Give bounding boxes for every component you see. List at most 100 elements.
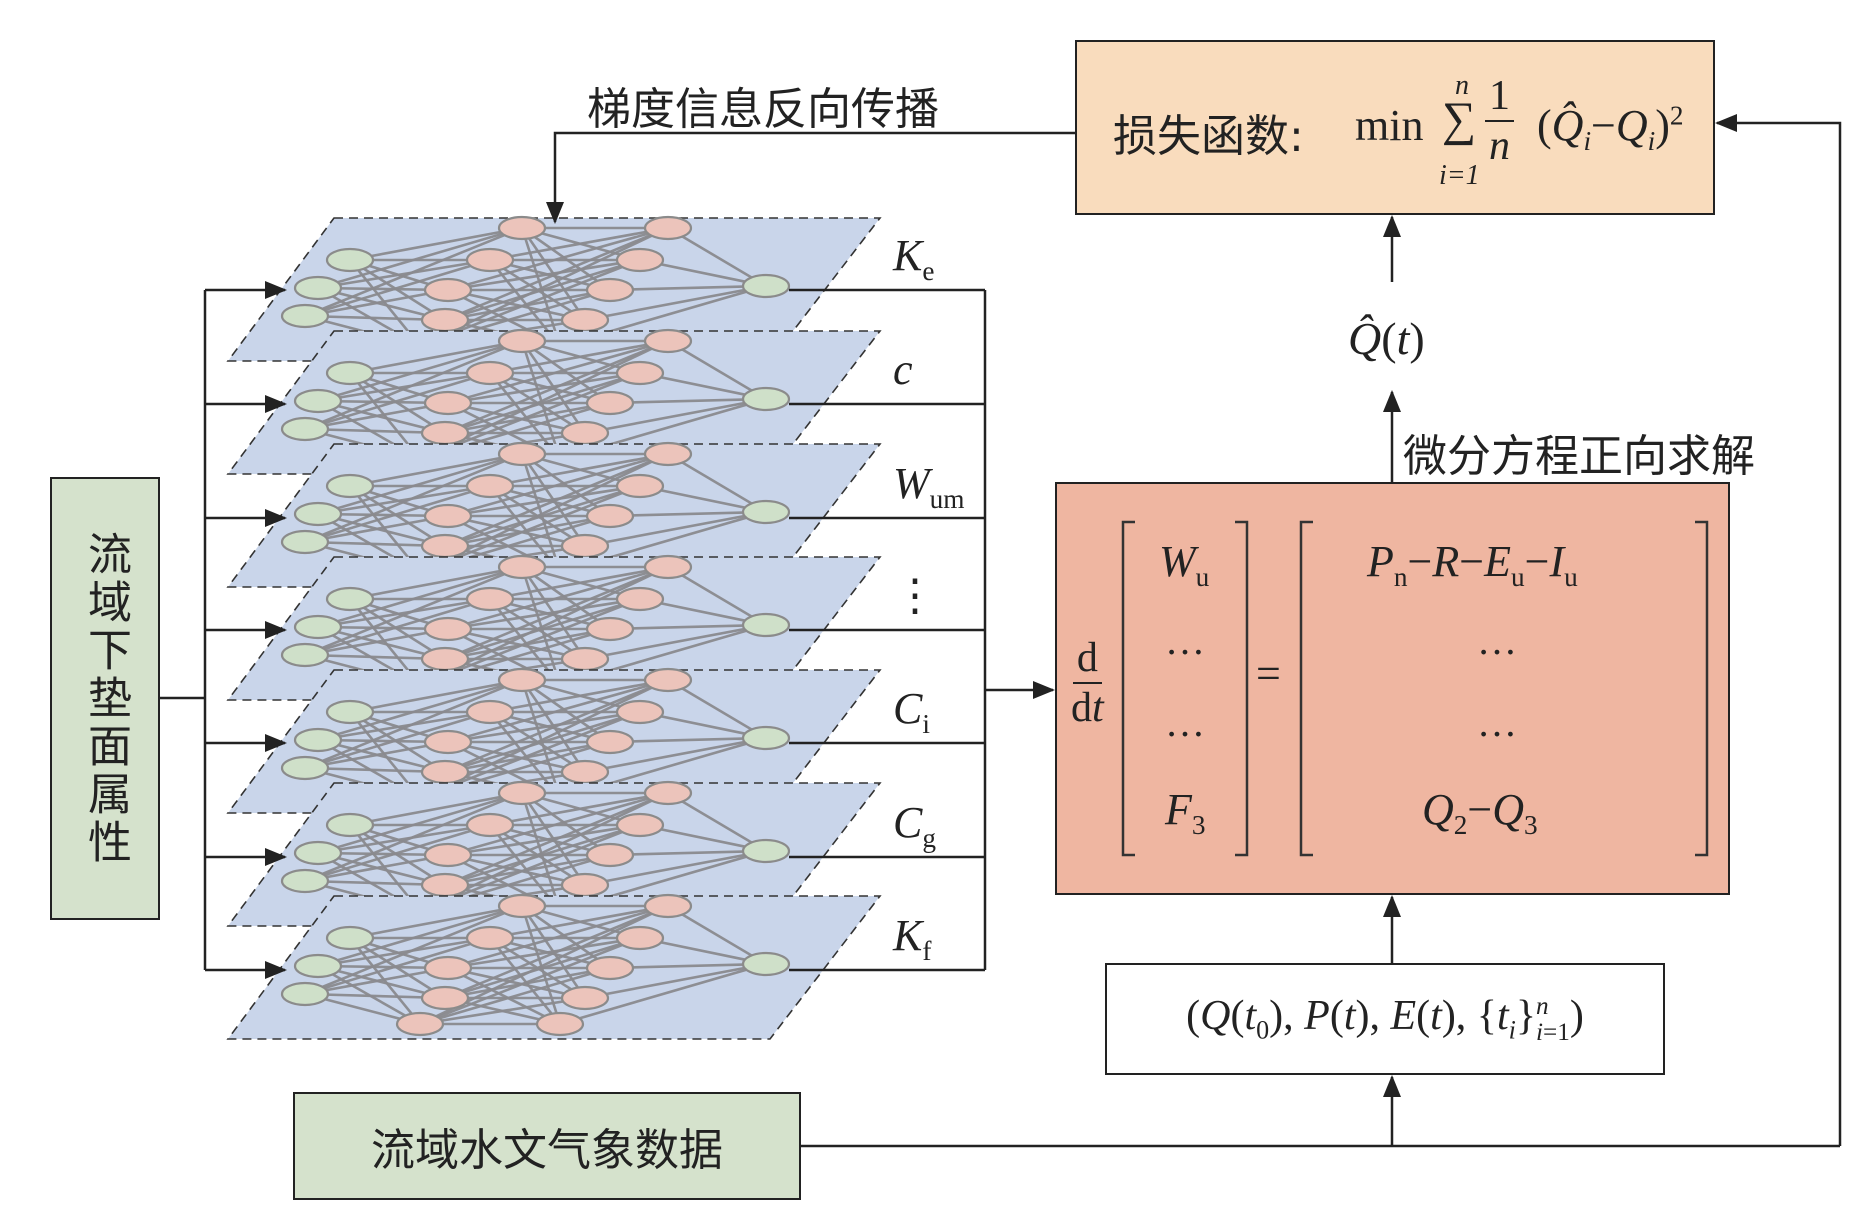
param-symbol: W: [893, 459, 930, 508]
hidden-node: [465, 473, 515, 499]
output-node: [741, 838, 791, 864]
hidden-node: [643, 667, 693, 693]
network-edge: [349, 226, 523, 262]
network-edge: [349, 904, 523, 940]
network-edge: [317, 904, 523, 968]
loss-square: 2: [1669, 100, 1684, 131]
hidden-node: [423, 390, 473, 416]
network-edge: [419, 936, 641, 1026]
hidden-node: [615, 586, 665, 612]
network-edge: [444, 678, 669, 774]
hidden-node: [420, 420, 470, 446]
input-node: [325, 360, 375, 386]
network-edge: [667, 678, 767, 740]
hidden-node: [585, 503, 635, 529]
hidden-node: [497, 554, 547, 580]
network-edge: [584, 623, 767, 661]
hidden-node: [420, 985, 470, 1011]
loss-frac-den: n: [1489, 123, 1510, 170]
param-label: Cg: [893, 797, 936, 854]
network-edge: [447, 791, 669, 857]
loss-minus: −: [1591, 101, 1616, 150]
hidden-node: [560, 872, 610, 898]
hidden-node: [560, 759, 610, 785]
hidden-node: [643, 780, 693, 806]
loss-prefix: 损失函数:: [1113, 111, 1304, 162]
network-edge: [304, 452, 523, 544]
hidden-node: [497, 667, 547, 693]
network-edge: [489, 791, 669, 827]
ode-lhs-dots-2: …: [1165, 700, 1205, 745]
hidden-node: [560, 646, 610, 672]
network-edge: [667, 904, 767, 966]
network-edge: [444, 565, 669, 661]
loss-q-sub: i: [1647, 125, 1656, 156]
network-edge: [349, 452, 523, 488]
network-edge: [304, 791, 523, 883]
network-edge: [317, 565, 523, 629]
network-edge: [447, 597, 641, 631]
loss-frac-num: 1: [1485, 72, 1514, 123]
loss-q: Q: [1615, 101, 1648, 150]
output-node: [741, 273, 791, 299]
ode-lhs-f3: F3: [1165, 785, 1206, 840]
network-edge: [444, 791, 669, 887]
network-edge: [317, 678, 523, 742]
network-edge: [489, 226, 669, 262]
output-node: [741, 386, 791, 412]
network-edge: [447, 401, 586, 435]
param-symbol: K: [893, 231, 923, 280]
network-edge: [317, 710, 491, 742]
network-edge: [447, 452, 669, 518]
hidden-node: [643, 893, 693, 919]
hidden-node: [420, 759, 470, 785]
network-edge: [584, 736, 767, 774]
network-edge: [349, 791, 523, 827]
input-node: [280, 981, 330, 1007]
network-edge: [584, 284, 767, 322]
network-edge: [609, 736, 767, 744]
ode-rhs-dots-1: …: [1477, 618, 1517, 663]
network-layer: [226, 328, 882, 475]
hidden-node: [560, 307, 610, 333]
network-edge: [444, 823, 641, 887]
input-node: [325, 586, 375, 612]
hidden-node: [497, 893, 547, 919]
input-node: [293, 727, 343, 753]
hidden-node: [497, 215, 547, 241]
network-edge: [317, 484, 491, 516]
hidden-node: [560, 985, 610, 1011]
param-subscript: e: [922, 255, 935, 286]
network-edge: [447, 484, 641, 518]
network-layer: [226, 554, 882, 701]
network-edge: [304, 565, 523, 657]
network-edge: [317, 791, 523, 855]
hidden-node: [497, 441, 547, 467]
network-edge: [447, 226, 669, 292]
input-node: [325, 812, 375, 838]
underlying-surface-label: 流域下垫面属性: [80, 530, 131, 867]
network-edge: [304, 853, 449, 883]
hidden-node: [465, 699, 515, 725]
hidden-node: [465, 812, 515, 838]
hidden-node: [585, 277, 635, 303]
input-node: [293, 840, 343, 866]
hidden-node: [420, 872, 470, 898]
network-edge: [444, 452, 669, 548]
network-edge: [317, 258, 491, 290]
network-edge: [609, 623, 767, 631]
output-node: [741, 725, 791, 751]
hidden-node: [420, 533, 470, 559]
ode-brackets: [1121, 520, 1708, 856]
hidden-node: [585, 729, 635, 755]
input-node: [293, 614, 343, 640]
input-node: [280, 416, 330, 442]
loss-sum-bottom: i=1: [1439, 160, 1480, 191]
network-edge: [489, 904, 669, 940]
network-edge: [609, 397, 767, 405]
network-layer: [226, 667, 882, 814]
network-edge: [667, 791, 767, 853]
network-edge: [304, 339, 523, 431]
